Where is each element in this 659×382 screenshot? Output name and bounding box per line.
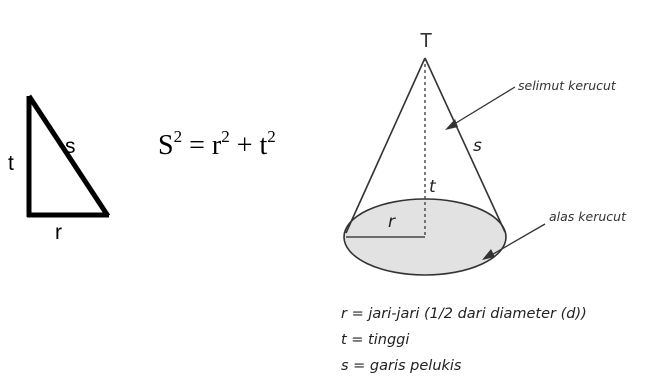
triangle-label-r: r bbox=[55, 221, 62, 244]
cone-apex-label: T bbox=[420, 30, 433, 52]
legend-height: t = tinggi bbox=[341, 332, 410, 348]
legend-slant: s = garis pelukis bbox=[341, 358, 462, 374]
cone-radius-label: r bbox=[388, 212, 395, 232]
surface-leader-arrow bbox=[445, 119, 458, 130]
base-annotation: alas kerucut bbox=[549, 209, 626, 224]
triangle-label-t: t bbox=[8, 152, 14, 175]
cone-right-slant bbox=[424, 57, 506, 233]
cone-slant-label: s bbox=[473, 136, 482, 156]
surface-leader-line bbox=[450, 86, 516, 127]
cone-left-slant bbox=[345, 57, 426, 234]
base-leader-arrow bbox=[482, 249, 495, 260]
cone bbox=[343, 57, 546, 276]
base-leader-line bbox=[487, 223, 546, 258]
pythagoras-formula: S2 = r2 + t2 bbox=[158, 127, 276, 161]
cone-legend: r = jari-jari (1/2 dari diameter (d)) t … bbox=[341, 301, 587, 379]
cone-height-label: t bbox=[429, 177, 436, 197]
triangle-label-s: s bbox=[65, 135, 76, 158]
right-triangle bbox=[26, 94, 111, 218]
legend-radius: r = jari-jari (1/2 dari diameter (d)) bbox=[341, 306, 587, 322]
surface-annotation: selimut kerucut bbox=[518, 78, 616, 93]
triangle-side-s bbox=[26, 94, 111, 218]
